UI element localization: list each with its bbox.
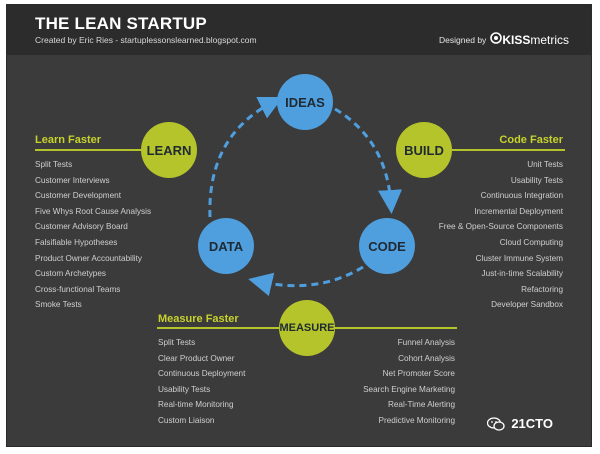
ideas-circle: IDEAS	[277, 74, 333, 130]
list-item: Incremental Deployment	[474, 206, 563, 216]
measure-section-title: Measure Faster	[158, 313, 239, 325]
kissmetrics-logo-icon	[490, 32, 503, 44]
list-item: Continuous Integration	[480, 191, 563, 201]
learn-section-title: Learn Faster	[35, 134, 102, 146]
list-item: Free & Open-Source Components	[438, 222, 563, 232]
list-item: Usability Tests	[510, 175, 563, 185]
list-item: Cluster Immune System	[475, 253, 563, 263]
measure-right-list: Funnel Analysis Cohort Analysis Net Prom…	[337, 335, 455, 429]
list-item: Customer Development	[35, 191, 122, 201]
header-bar: THE LEAN STARTUP Created by Eric Ries - …	[7, 5, 591, 55]
list-item: Custom Archetypes	[35, 269, 106, 279]
measure-left-list: Split Tests Clear Product Owner Continuo…	[158, 335, 245, 429]
list-item: Five Whys Root Cause Analysis	[35, 206, 152, 216]
list-item: Split Tests	[158, 338, 196, 347]
list-item: Customer Interviews	[35, 175, 110, 185]
logo-metrics: metrics	[530, 33, 569, 47]
code-circle: CODE	[359, 218, 415, 274]
list-item: Real-Time Alerting	[387, 400, 455, 410]
learn-circle: LEARN	[141, 122, 197, 178]
list-item: Developer Sandbox	[491, 300, 563, 310]
build-list: Unit Tests Usability Tests Continuous In…	[439, 157, 563, 313]
page-subtitle: Created by Eric Ries - startuplessonslea…	[35, 35, 257, 45]
arrow-data-to-ideas	[208, 96, 284, 218]
data-circle: DATA	[198, 218, 254, 274]
list-item: Funnel Analysis	[397, 338, 455, 347]
measure-circle: MEASURE	[279, 300, 335, 356]
wechat-icon	[487, 416, 505, 431]
list-item: Cloud Computing	[499, 237, 563, 247]
watermark: 21CTO	[487, 416, 553, 431]
logo-kiss: KISS	[502, 33, 531, 47]
arrow-ideas-to-code	[334, 107, 403, 214]
list-item: Cohort Analysis	[398, 353, 455, 363]
designed-by-label: Designed by	[439, 34, 487, 45]
list-item: Product Owner Accountability	[35, 253, 142, 263]
list-item: Smoke Tests	[35, 300, 82, 310]
list-item: Usability Tests	[158, 384, 211, 394]
list-item: Cross-functional Teams	[35, 284, 121, 294]
watermark-text: 21CTO	[511, 416, 553, 431]
list-item: Just-in-time Scalability	[481, 269, 563, 279]
list-item: Custom Liaison	[158, 415, 215, 425]
list-item: Search Engine Marketing	[363, 384, 455, 394]
list-item: Refactoring	[521, 284, 563, 294]
list-item: Continuous Deployment	[158, 369, 246, 379]
list-item: Predictive Monitoring	[378, 415, 455, 425]
build-section-title: Code Faster	[499, 134, 563, 146]
list-item: Falsifiable Hypotheses	[35, 237, 118, 247]
list-item: Net Promoter Score	[382, 369, 455, 379]
arrow-code-to-data	[248, 265, 364, 297]
list-item: Unit Tests	[527, 160, 563, 169]
build-circle: BUILD	[396, 122, 452, 178]
list-item: Real-time Monitoring	[158, 400, 234, 410]
learn-list: Split Tests Customer Interviews Customer…	[35, 157, 151, 313]
infographic-frame: THE LEAN STARTUP Created by Eric Ries - …	[6, 4, 592, 447]
page-title: THE LEAN STARTUP	[35, 14, 207, 33]
list-item: Customer Advisory Board	[35, 222, 128, 232]
list-item: Split Tests	[35, 160, 73, 169]
list-item: Clear Product Owner	[158, 353, 235, 363]
